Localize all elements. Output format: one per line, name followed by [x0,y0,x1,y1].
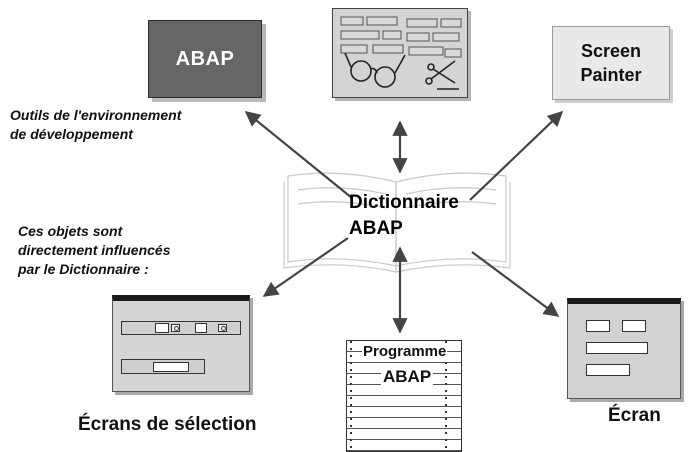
tools-caption: Outils de l'environnement de développeme… [10,106,181,144]
objects-caption-line-3: par le Dictionnaire : [18,261,149,277]
listing-dots-right [445,341,447,451]
selection-high-field [195,323,207,333]
open-book-icon [283,172,511,273]
selection-screens-label: Écrans de sélection [78,414,257,435]
abap-tile: ABAP [148,20,262,98]
screen-painter-tile: Screen Painter [552,26,670,100]
parameter-field [153,362,189,372]
screen-painter-line-1: Screen [580,41,642,61]
screen-field [586,320,610,332]
selection-screen-picture [112,295,250,392]
arrow-to-screen [471,251,560,317]
selection-range-box [121,321,241,335]
screen-painter-tool-picture [332,8,468,98]
painter-sketch [340,16,462,90]
objects-caption-line-2: directement influencés [18,242,171,258]
programme-title: Programme [362,343,448,360]
multiple-selection-icon [171,324,180,332]
screen-picture [567,298,681,399]
arrow-to-tools [244,111,353,199]
tools-caption-line-1: Outils de l'environnement [10,107,182,123]
screen-field [586,364,630,376]
objects-caption-line-1: Ces objets sont [18,223,123,239]
arrow-to-selection-screens [262,237,349,297]
programme-subtitle: ABAP [381,367,434,387]
tools-caption-line-2: de développement [10,126,133,142]
abap-tile-label: ABAP [175,47,235,70]
dictionary-node: Dictionnaire ABAP [349,190,459,242]
selection-low-field [155,323,169,333]
multiple-selection-icon [218,324,227,332]
screen-label: Écran [608,405,661,426]
screen-painter-line-2: Painter [580,65,642,85]
dictionary-line-2: ABAP [349,218,403,239]
arrow-to-screen-painter [469,110,564,201]
screen-field [622,320,646,332]
scissors-icon [425,60,459,90]
objects-caption: Ces objets sont directement influencés p… [18,222,171,279]
screen-field [586,342,648,354]
glasses-icon [344,52,406,88]
listing-dots-left [350,341,352,451]
dictionary-line-1: Dictionnaire [349,192,459,213]
